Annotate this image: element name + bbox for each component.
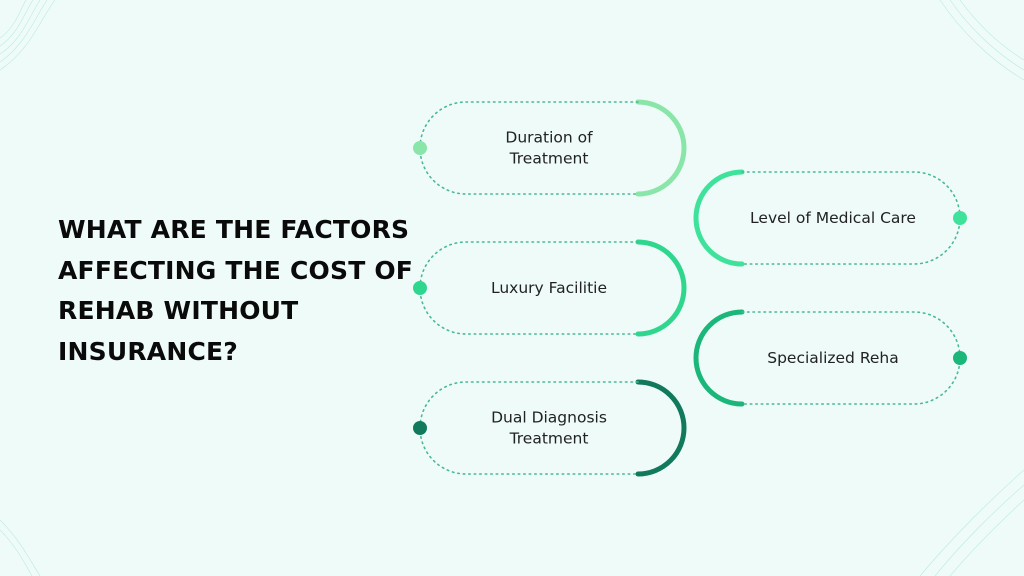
factor-label-duration-of-treatment-line-2: Treatment <box>509 150 589 168</box>
marker-dot-dual-diagnosis-treatment <box>413 421 427 435</box>
marker-dot-duration-of-treatment <box>413 141 427 155</box>
marker-dot-luxury-facilitie <box>413 281 427 295</box>
spine-arc-luxury-facilitie <box>635 239 687 337</box>
factor-outline-dual-diagnosis-treatment <box>419 381 639 475</box>
factor-outline-duration-of-treatment <box>419 101 639 195</box>
spine-arc-level-of-medical-care <box>693 169 745 267</box>
spine-arc-specialized-reha <box>693 309 745 407</box>
marker-dot-level-of-medical-care <box>953 211 967 225</box>
factor-label-level-of-medical-care-line-1: Level of Medical Care <box>750 209 916 227</box>
page-title: WHAT ARE THE FACTORS AFFECTING THE COST … <box>58 215 414 366</box>
spine-arc-dual-diagnosis-treatment <box>635 379 687 477</box>
factor-label-dual-diagnosis-treatment-line-1: Dual Diagnosis <box>491 409 607 427</box>
factor-label-specialized-reha-line-1: Specialized Reha <box>767 349 899 367</box>
spine-arc-duration-of-treatment <box>635 99 687 197</box>
factor-label-luxury-facilitie-line-1: Luxury Facilitie <box>491 279 607 297</box>
marker-dot-specialized-reha <box>953 351 967 365</box>
spine-connectors <box>635 99 745 477</box>
factor-label-dual-diagnosis-treatment-line-2: Treatment <box>509 430 589 448</box>
factor-label-duration-of-treatment-line-1: Duration of <box>505 129 593 147</box>
factor-markers <box>413 141 967 435</box>
